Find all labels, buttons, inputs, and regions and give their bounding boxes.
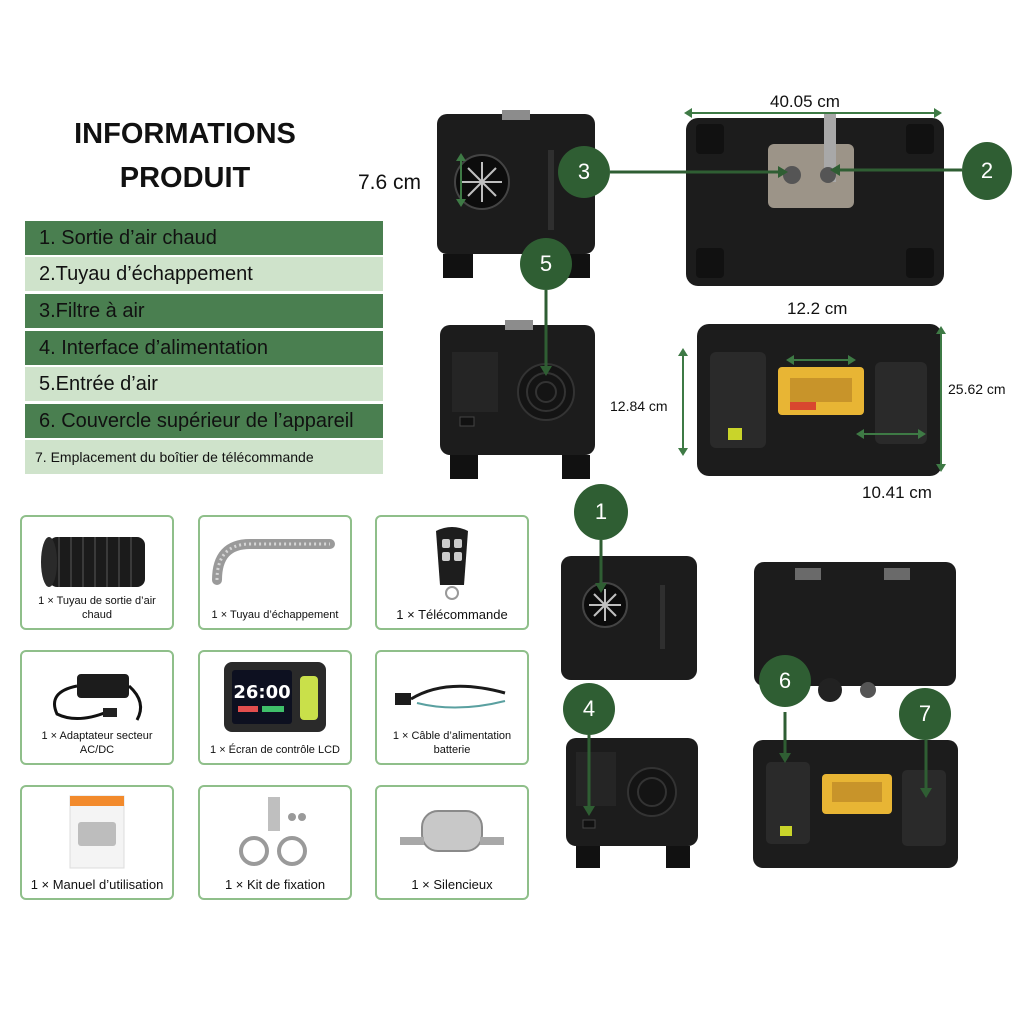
lcd-controller-icon: 26:00 bbox=[224, 662, 326, 732]
feature-4: 4. Interface d’alimentation bbox=[25, 331, 383, 365]
accessory-card-manual: 1 × Manuel d’utilisation bbox=[20, 785, 174, 900]
feature-3: 3.Filtre à air bbox=[25, 294, 383, 328]
device-side-view bbox=[754, 562, 956, 702]
title-line-2: PRODUIT bbox=[119, 162, 251, 194]
feature-2: 2.Tuyau d’échappement bbox=[25, 257, 383, 291]
hose-roll-icon bbox=[41, 536, 145, 587]
callout-3: 3 bbox=[558, 146, 610, 198]
exhaust-pipe-icon bbox=[212, 539, 335, 585]
accessory-caption: 1 × Manuel d’utilisation bbox=[30, 877, 164, 892]
callout-5: 5 bbox=[520, 238, 572, 290]
title-line-1: INFORMATIONS bbox=[74, 118, 296, 150]
dim-handle-width: 12.2 cm bbox=[787, 299, 848, 318]
callout-6: 6 bbox=[759, 655, 811, 707]
power-adapter-icon bbox=[53, 674, 143, 721]
mounting-kit-icon bbox=[239, 797, 307, 866]
feature-5: 5.Entrée d’air bbox=[25, 367, 383, 401]
device-rear-grille-view bbox=[440, 320, 595, 479]
accessory-caption: 1 × Télécommande bbox=[396, 607, 508, 622]
device-rear-view-2 bbox=[566, 738, 698, 868]
device-top-view bbox=[686, 112, 944, 286]
accessory-card-mounting: 1 × Kit de fixation bbox=[198, 785, 352, 900]
callout-2: 2 bbox=[962, 142, 1012, 200]
accessory-card-silencer: 1 × Silencieux bbox=[375, 785, 529, 900]
device-handle-view bbox=[697, 324, 942, 476]
accessory-caption: 1 × Tuyau de sortie d’air chaud bbox=[38, 595, 156, 621]
accessory-card-hose: 1 × Tuyau de sortie d’air chaud bbox=[20, 515, 174, 630]
device-handle-view-2 bbox=[753, 740, 958, 868]
accessory-card-adapter: 1 × Adaptateur secteur AC/DC bbox=[20, 650, 174, 765]
callout-7: 7 bbox=[899, 688, 951, 740]
accessory-caption: 1 × Kit de fixation bbox=[224, 877, 326, 892]
device-front-vent-view-2 bbox=[561, 556, 697, 680]
battery-cable-icon bbox=[395, 684, 506, 709]
dim-width-top: 40.05 cm bbox=[770, 92, 840, 111]
dim-height-front: 7.6 cm bbox=[358, 171, 422, 194]
accessory-caption: 1 × Écran de contrôle LCD bbox=[210, 744, 340, 756]
feature-7: 7. Emplacement du boîtier de télécommand… bbox=[25, 440, 383, 474]
remote-control-icon bbox=[436, 527, 468, 600]
page-title: INFORMATIONS PRODUIT bbox=[40, 112, 330, 200]
feature-1: 1. Sortie d’air chaud bbox=[25, 221, 383, 255]
dim-depth-right: 25.62 cm bbox=[948, 381, 1006, 397]
manual-icon bbox=[69, 795, 125, 869]
accessory-card-lcd: 26:00 1 × Écran de contrôle LCD bbox=[198, 650, 352, 765]
callout-1: 1 bbox=[574, 484, 628, 540]
dim-bottom-width: 10.41 cm bbox=[862, 483, 932, 502]
accessory-card-remote: 1 × Télécommande bbox=[375, 515, 529, 630]
accessory-caption: 1 × Silencieux bbox=[411, 877, 493, 892]
device-front-vent-view bbox=[437, 110, 595, 278]
callout-4: 4 bbox=[563, 683, 615, 735]
accessory-card-exhaust: 1 × Tuyau d’échappement bbox=[198, 515, 352, 630]
accessory-caption: 1 × Câble d’alimentation batterie bbox=[392, 730, 512, 756]
dim-depth-left: 12.84 cm bbox=[610, 398, 668, 414]
lcd-time: 26:00 bbox=[233, 682, 290, 703]
accessory-caption: 1 × Adaptateur secteur AC/DC bbox=[41, 730, 153, 756]
accessory-card-battery-cable: 1 × Câble d’alimentation batterie bbox=[375, 650, 529, 765]
accessory-caption: 1 × Tuyau d’échappement bbox=[211, 609, 339, 621]
feature-6: 6. Couvercle supérieur de l’appareil bbox=[25, 404, 383, 438]
silencer-icon bbox=[400, 810, 504, 852]
